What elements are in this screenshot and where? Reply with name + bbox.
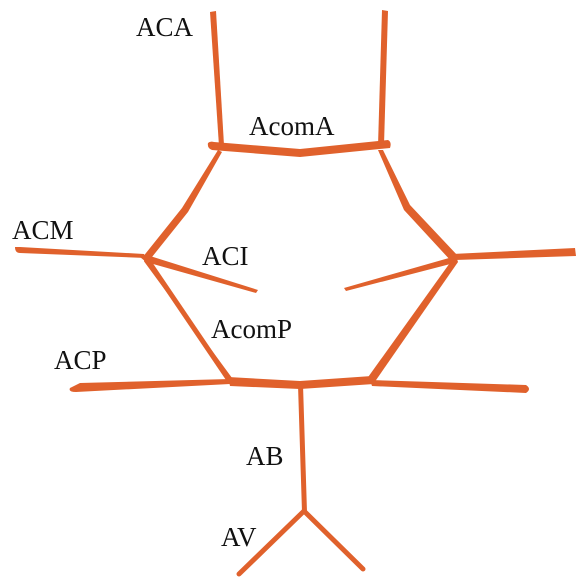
label-aca: ACA xyxy=(136,12,194,42)
upper-left-vessel xyxy=(142,150,222,262)
label-acomp: AcomP xyxy=(211,314,292,344)
label-acp: ACP xyxy=(54,345,107,375)
label-acoma: AcomA xyxy=(249,111,335,141)
acm-right-vessel xyxy=(452,248,576,260)
acoma-vessel xyxy=(207,140,391,157)
ab-vessel xyxy=(298,385,307,512)
av-left-vessel xyxy=(236,508,307,577)
av-right-vessel xyxy=(301,508,366,572)
acp-right-vessel xyxy=(370,380,529,393)
acp-left-vessel xyxy=(69,379,230,392)
label-aci: ACI xyxy=(202,241,249,271)
aci-right-vessel xyxy=(344,256,458,291)
label-acm: ACM xyxy=(12,215,74,245)
aca-left-vessel xyxy=(210,11,224,146)
acm-left-vessel xyxy=(15,247,146,258)
lower-left-vessel xyxy=(146,262,232,383)
aci-left-vessel xyxy=(140,256,258,293)
lower-right-vessel xyxy=(366,260,458,383)
upper-right-vessel xyxy=(378,150,458,262)
aca-right-vessel xyxy=(378,10,388,146)
label-av: AV xyxy=(221,522,257,552)
acp-bottom-connector-vessel xyxy=(228,376,374,389)
label-ab: AB xyxy=(246,441,284,471)
